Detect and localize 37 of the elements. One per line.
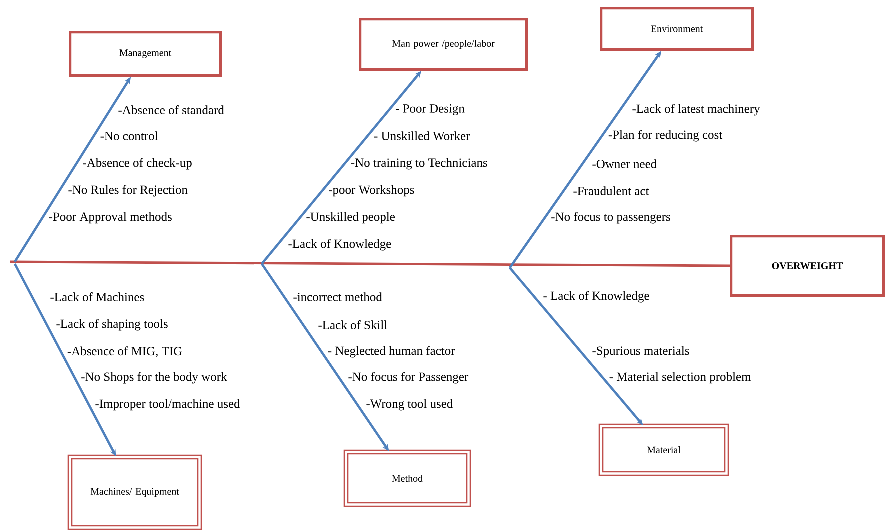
- cause-text: -Plan for reducing cost: [608, 130, 723, 142]
- cause-text: -No focus for Passenger: [348, 372, 469, 384]
- cause-text: -Improper tool/machine used: [96, 399, 240, 411]
- cause-text: -Absence of check-up: [83, 158, 192, 170]
- category-box: Management: [69, 31, 222, 77]
- cause-text: -No control: [100, 132, 158, 140]
- cause-text: -Fraudulent act: [574, 186, 650, 196]
- cause-text: - Material selection problem: [610, 372, 752, 384]
- category-box: Machines/ Equipment: [68, 454, 202, 530]
- cause-text: -Lack of Skill: [318, 320, 388, 330]
- category-box: OVERWEIGHT: [730, 235, 885, 297]
- cause-text: -incorrect method: [294, 292, 382, 302]
- cause-text: -Lack of shaping tools: [56, 319, 168, 331]
- spine-line: [10, 260, 730, 268]
- cause-text: -No Rules for Rejection: [68, 185, 188, 197]
- cause-text: -Absence of standard: [118, 106, 224, 114]
- cause-text: -Poor Approval methods: [49, 212, 172, 224]
- cause-text: - Lack of Knowledge: [544, 291, 650, 303]
- cause-text: -Lack of Knowledge: [288, 239, 392, 251]
- cause-text: -Unskilled people: [306, 212, 395, 224]
- cause-text: - Unskilled Worker: [374, 132, 470, 140]
- cause-text: -No training to Technicians: [351, 158, 488, 170]
- cause-text: -poor Workshops: [329, 185, 414, 197]
- category-box: Man power /people/labor: [359, 18, 528, 71]
- category-box: Environment: [600, 7, 754, 51]
- cause-text: -No focus to passengers: [552, 212, 670, 224]
- category-box: Method: [344, 450, 472, 508]
- cause-text: -Spurious materials: [592, 346, 690, 358]
- cause-text: -Wrong tool used: [366, 399, 454, 411]
- cause-text: -No Shops for the body work: [82, 372, 228, 384]
- cause-text: -Owner need: [592, 160, 657, 168]
- cause-text: -Absence of MIG, TIG: [68, 346, 182, 358]
- category-box: Material: [598, 424, 730, 476]
- cause-text: - Poor Design: [396, 104, 465, 116]
- cause-text: -Lack of latest machinery: [632, 104, 760, 116]
- cause-text: - Neglected human factor: [328, 346, 456, 358]
- cause-text: -Lack of Machines: [50, 292, 144, 302]
